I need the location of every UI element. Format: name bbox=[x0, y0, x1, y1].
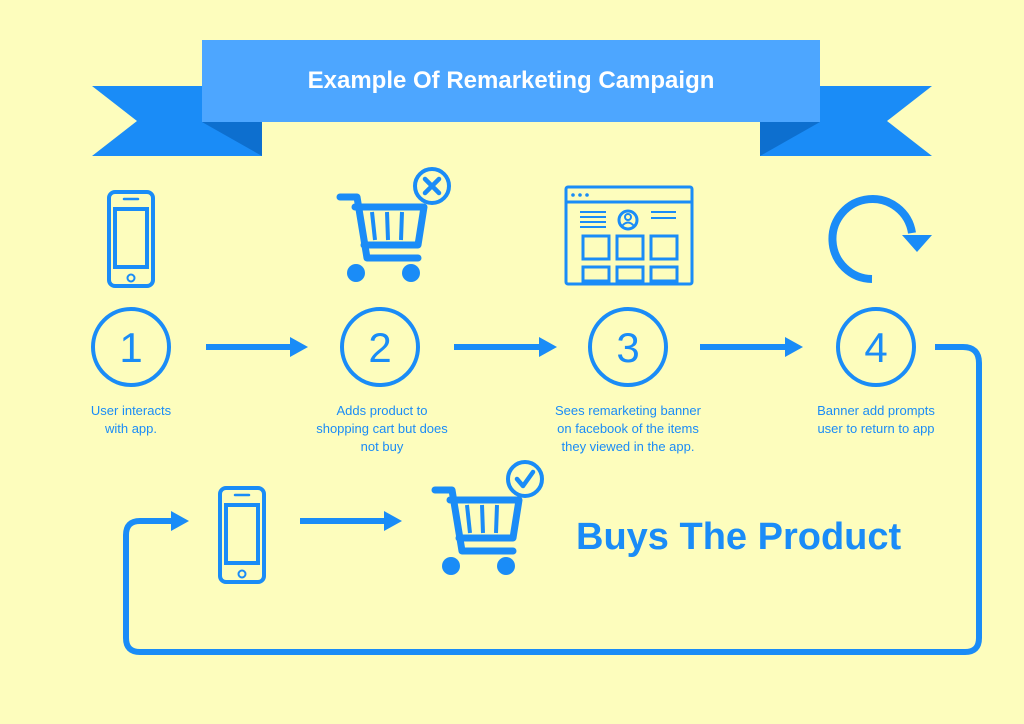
arrow-1-2-head bbox=[290, 337, 308, 357]
title-ribbon bbox=[92, 40, 932, 156]
step-circle-1 bbox=[91, 307, 171, 387]
page-title: Example Of Remarketing Campaign bbox=[307, 67, 715, 94]
ribbon-center bbox=[202, 40, 820, 122]
arrow-2-3-head bbox=[539, 337, 557, 357]
step-circle-3 bbox=[588, 307, 668, 387]
step-description-2: Adds product to shopping cart but does n… bbox=[316, 403, 448, 454]
step-circle-4 bbox=[836, 307, 916, 387]
step-number-2: 2 bbox=[368, 324, 391, 371]
step-number-3: 3 bbox=[616, 324, 639, 371]
return-loop-connector bbox=[123, 344, 982, 655]
step-description-4: Banner add prompts user to return to app bbox=[817, 403, 935, 436]
ribbon-right-fold bbox=[760, 122, 820, 156]
smartphone-icon bbox=[218, 486, 266, 584]
smartphone-icon bbox=[107, 190, 155, 288]
arrow-phone-to-cart-head bbox=[384, 511, 402, 531]
step-number-1: 1 bbox=[119, 324, 142, 371]
ribbon-left-fold bbox=[202, 122, 262, 156]
shopping-cart-check-icon bbox=[431, 460, 544, 575]
step-arrows bbox=[206, 337, 803, 357]
step-circle-2 bbox=[340, 307, 420, 387]
browser-window-icon bbox=[564, 185, 694, 286]
outcome-text: Buys The Product bbox=[576, 516, 902, 558]
step-description-3: Sees remarketing banner on facebook of t… bbox=[555, 403, 701, 454]
step-number-4: 4 bbox=[864, 324, 887, 371]
shopping-cart-remove-icon bbox=[336, 167, 451, 282]
return-loop-arrowhead bbox=[171, 511, 189, 531]
refresh-arrow-icon bbox=[828, 195, 932, 283]
step-description-1: User interacts with app. bbox=[90, 403, 172, 436]
arrow-3-4-head bbox=[785, 337, 803, 357]
